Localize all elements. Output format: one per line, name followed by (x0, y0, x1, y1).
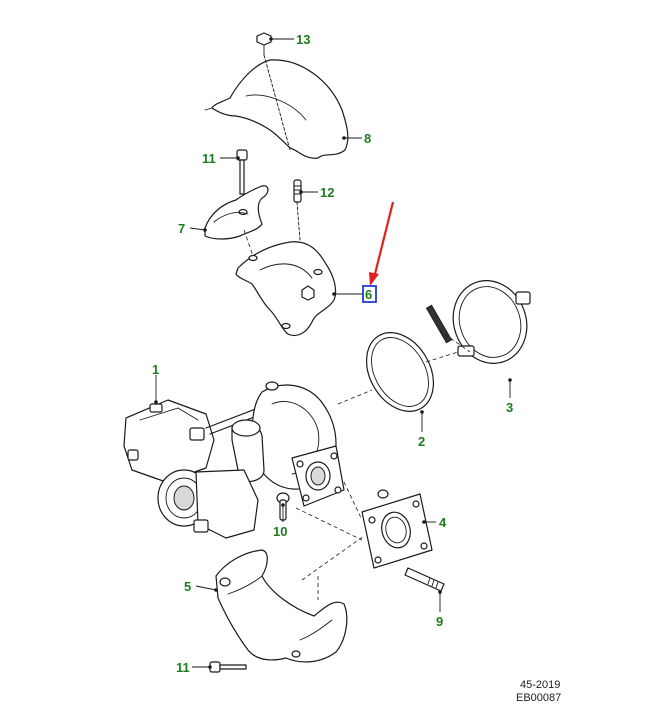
leader-lines (154, 37, 512, 669)
part-7-bracket (204, 185, 269, 240)
callout-8[interactable]: 8 (364, 131, 371, 146)
callout-labels: 13 8 11 12 7 6 1 2 3 4 10 5 9 11 (152, 32, 513, 675)
part-2-gasket (365, 332, 435, 412)
callout-10[interactable]: 10 (273, 524, 287, 539)
part-3-clamp (425, 280, 531, 364)
callout-11-upper[interactable]: 11 (202, 151, 216, 166)
pointer-arrow (369, 201, 395, 286)
callout-3[interactable]: 3 (506, 400, 513, 415)
part-13-bolt (256, 32, 272, 56)
callout-12[interactable]: 12 (320, 185, 334, 200)
assembly-lines (243, 229, 459, 600)
callout-6-highlight-box (362, 285, 377, 303)
part-4-flange-gasket (361, 489, 433, 569)
part-8-heat-shield (204, 54, 349, 159)
part-12-stud (293, 179, 302, 241)
part-11-bolt-lower (209, 661, 247, 673)
part-11-bolt-upper (236, 149, 248, 195)
callout-9[interactable]: 9 (436, 614, 443, 629)
part-9-stud (404, 567, 445, 592)
drawing-id: EB00087 (516, 692, 561, 704)
callout-11-lower[interactable]: 11 (176, 660, 190, 675)
callout-7[interactable]: 7 (178, 221, 185, 236)
part-1-turbocharger (123, 381, 345, 539)
callout-13[interactable]: 13 (296, 32, 310, 47)
callout-1[interactable]: 1 (152, 362, 159, 377)
callout-4[interactable]: 4 (439, 515, 447, 530)
part-5-lower-shield (215, 549, 348, 663)
callout-5[interactable]: 5 (184, 579, 191, 594)
part-6-heat-shield-lower (235, 241, 337, 337)
callout-6[interactable]: 6 (365, 287, 372, 302)
callout-2[interactable]: 2 (418, 434, 425, 449)
reference-code: 45-2019 (520, 679, 560, 691)
